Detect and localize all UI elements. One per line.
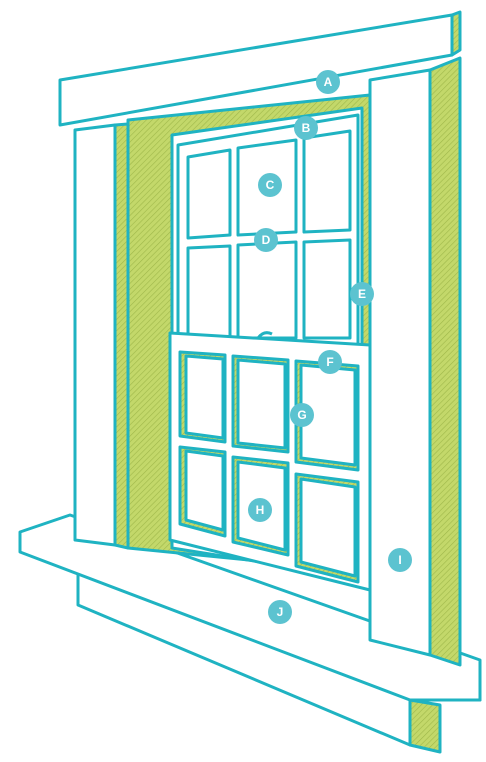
left-jamb [75, 124, 128, 548]
label-badge-g: G [290, 403, 314, 427]
label-badge-text: J [277, 605, 284, 619]
label-badge-i: I [388, 548, 412, 572]
label-badge-text: I [398, 553, 401, 567]
label-badge-f: F [318, 350, 342, 374]
right-jamb [370, 58, 460, 665]
label-badge-text: H [256, 503, 265, 517]
label-badge-h: H [248, 498, 272, 522]
label-badge-e: E [350, 282, 374, 306]
label-badge-d: D [254, 228, 278, 252]
label-badge-text: A [324, 75, 333, 89]
label-badge-text: G [297, 408, 306, 422]
label-badge-text: B [302, 121, 311, 135]
label-badge-text: C [266, 178, 275, 192]
label-badge-a: A [316, 70, 340, 94]
label-badge-j: J [268, 600, 292, 624]
label-badge-c: C [258, 173, 282, 197]
label-badge-text: D [262, 233, 271, 247]
label-badge-text: E [358, 287, 366, 301]
label-badge-text: F [326, 355, 333, 369]
label-badge-b: B [294, 116, 318, 140]
